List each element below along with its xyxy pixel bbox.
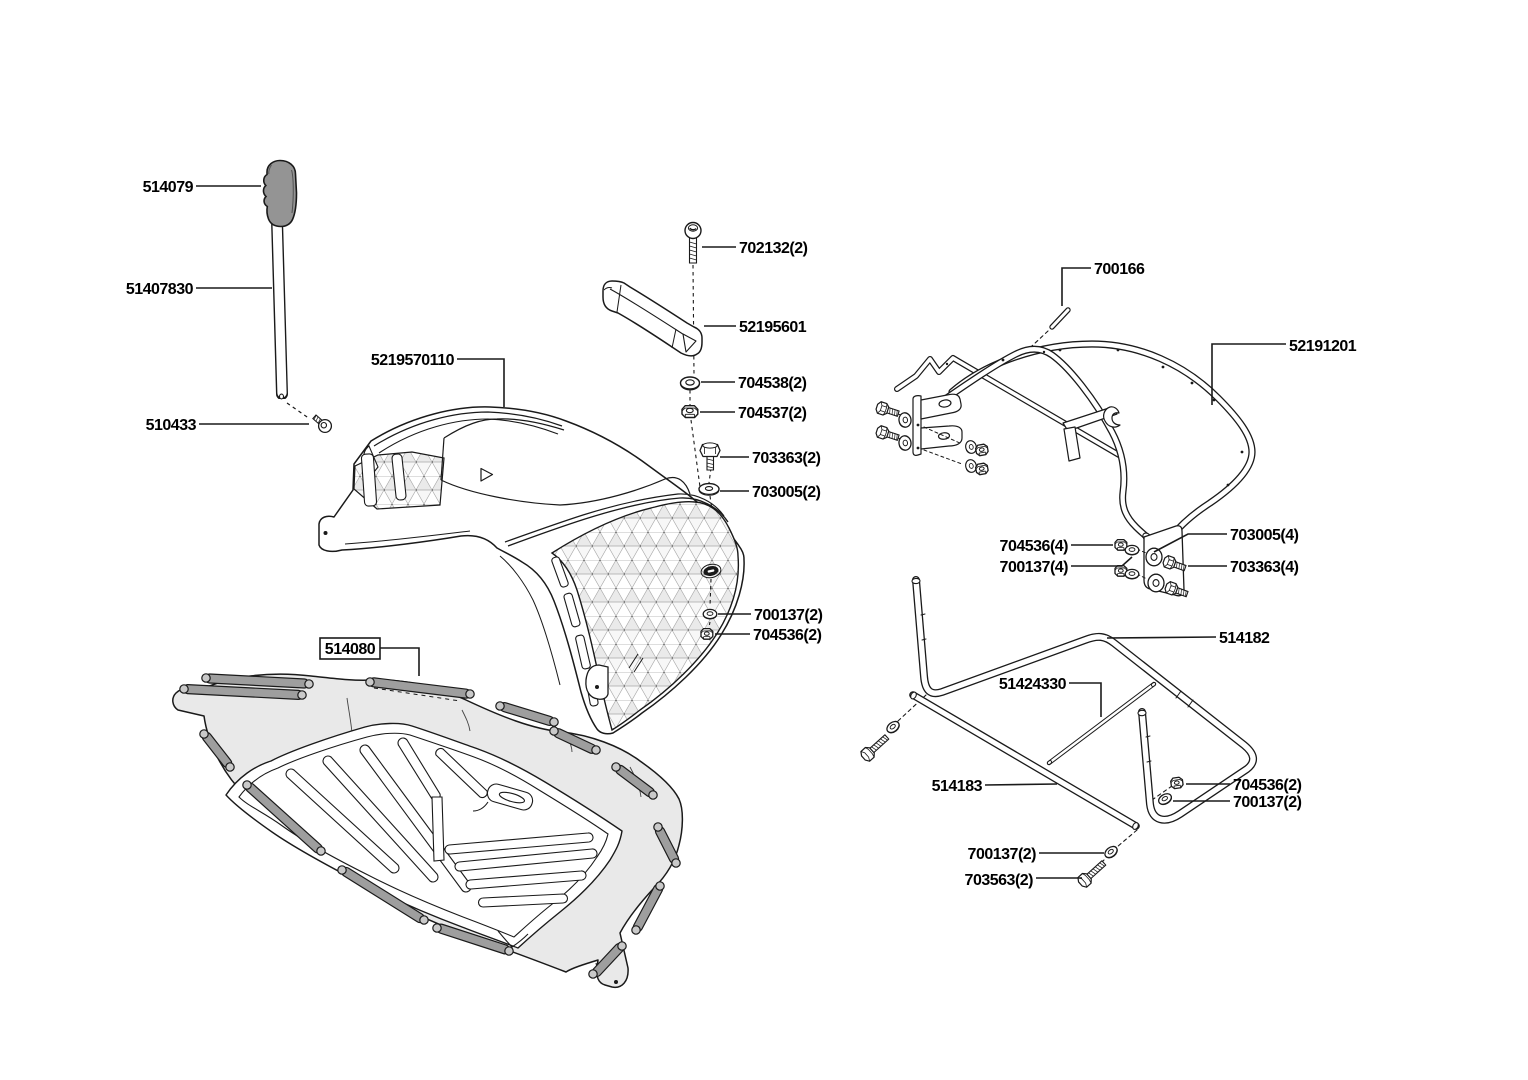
washer-700137-cover bbox=[702, 608, 718, 620]
label-514080-leader bbox=[380, 647, 420, 676]
part-tonneau-cover bbox=[318, 406, 745, 735]
washer-704538 bbox=[679, 376, 701, 391]
part-roll-bar-frame bbox=[874, 307, 1256, 601]
label-700166: 700166 bbox=[1094, 261, 1145, 278]
label-700137-4-leader bbox=[1071, 556, 1133, 567]
screw-510433-socket bbox=[286, 402, 333, 434]
part-labels-layer: 514079 51407830 510433 702132(2) 52195601 704… bbox=[126, 179, 1357, 889]
nut-704536-cover bbox=[700, 627, 714, 640]
label-514079: 514079 bbox=[143, 179, 194, 196]
label-704536-4: 704536(4) bbox=[1000, 538, 1069, 555]
label-52191201: 52191201 bbox=[1289, 338, 1357, 355]
washer-700137-bracket-1 bbox=[1124, 544, 1140, 556]
washer-703005 bbox=[698, 482, 720, 496]
label-703005-2: 703005(2) bbox=[752, 484, 821, 501]
label-702132: 702132(2) bbox=[739, 240, 808, 257]
label-704538: 704538(2) bbox=[738, 375, 807, 392]
label-703363-2: 703363(2) bbox=[752, 450, 821, 467]
nut-704536-frame-2 bbox=[974, 462, 990, 476]
label-514183-leader bbox=[984, 783, 1058, 786]
label-704536-2b: 704536(2) bbox=[1233, 777, 1302, 794]
label-514183: 514183 bbox=[932, 778, 983, 795]
bolt-703363 bbox=[699, 442, 721, 471]
label-5219570110-leader bbox=[457, 358, 505, 407]
nut-704536-frame-1 bbox=[974, 443, 990, 457]
nut-704536-bow bbox=[1169, 776, 1185, 790]
part-hand-grip bbox=[262, 159, 298, 228]
part-grab-handle bbox=[602, 280, 703, 357]
bushing-703005-1 bbox=[1145, 547, 1163, 567]
part-release-rod bbox=[271, 214, 288, 403]
cover-fastener-dashes bbox=[708, 578, 712, 628]
nut-704537 bbox=[681, 405, 699, 419]
cover-mounting-tab bbox=[585, 664, 609, 700]
label-700137-2b: 700137(2) bbox=[1233, 794, 1302, 811]
label-510433: 510433 bbox=[146, 417, 197, 434]
label-700137-4: 700137(4) bbox=[1000, 559, 1069, 576]
label-703363-4: 703363(4) bbox=[1230, 559, 1299, 576]
label-52191201-leader bbox=[1211, 343, 1286, 405]
part-folding-cover-assembly bbox=[172, 673, 684, 989]
pin-700166 bbox=[1049, 307, 1071, 330]
part-rear-bows bbox=[858, 576, 1257, 890]
label-514182: 514182 bbox=[1219, 630, 1270, 647]
label-703563-2: 703563(2) bbox=[965, 872, 1034, 889]
label-703005-4: 703005(4) bbox=[1230, 527, 1299, 544]
label-514080-box bbox=[319, 637, 381, 660]
cover-direction-marker-icon bbox=[480, 467, 494, 482]
label-700137-2c: 700137(2) bbox=[968, 846, 1037, 863]
label-704537: 704537(2) bbox=[738, 405, 807, 422]
label-704536-2a: 704536(2) bbox=[753, 627, 822, 644]
label-52195601: 52195601 bbox=[739, 319, 807, 336]
boot-edge-strips bbox=[179, 673, 681, 979]
label-514080: 514080 bbox=[325, 641, 376, 658]
label-700166-leader bbox=[1061, 267, 1091, 306]
label-51424330: 51424330 bbox=[999, 676, 1067, 693]
label-5219570110: 5219570110 bbox=[371, 352, 455, 369]
label-514182-leader bbox=[1106, 636, 1217, 639]
label-700137-2a: 700137(2) bbox=[754, 607, 823, 624]
label-51407830: 51407830 bbox=[126, 281, 194, 298]
label-51424330-leader bbox=[1069, 682, 1102, 717]
cover-grommet bbox=[700, 563, 722, 579]
screw-702132 bbox=[684, 221, 702, 264]
washer-700137-bracket-2 bbox=[1124, 568, 1140, 580]
bushing-703005-2 bbox=[1147, 573, 1165, 593]
label-703005-4-leader bbox=[1153, 533, 1227, 553]
